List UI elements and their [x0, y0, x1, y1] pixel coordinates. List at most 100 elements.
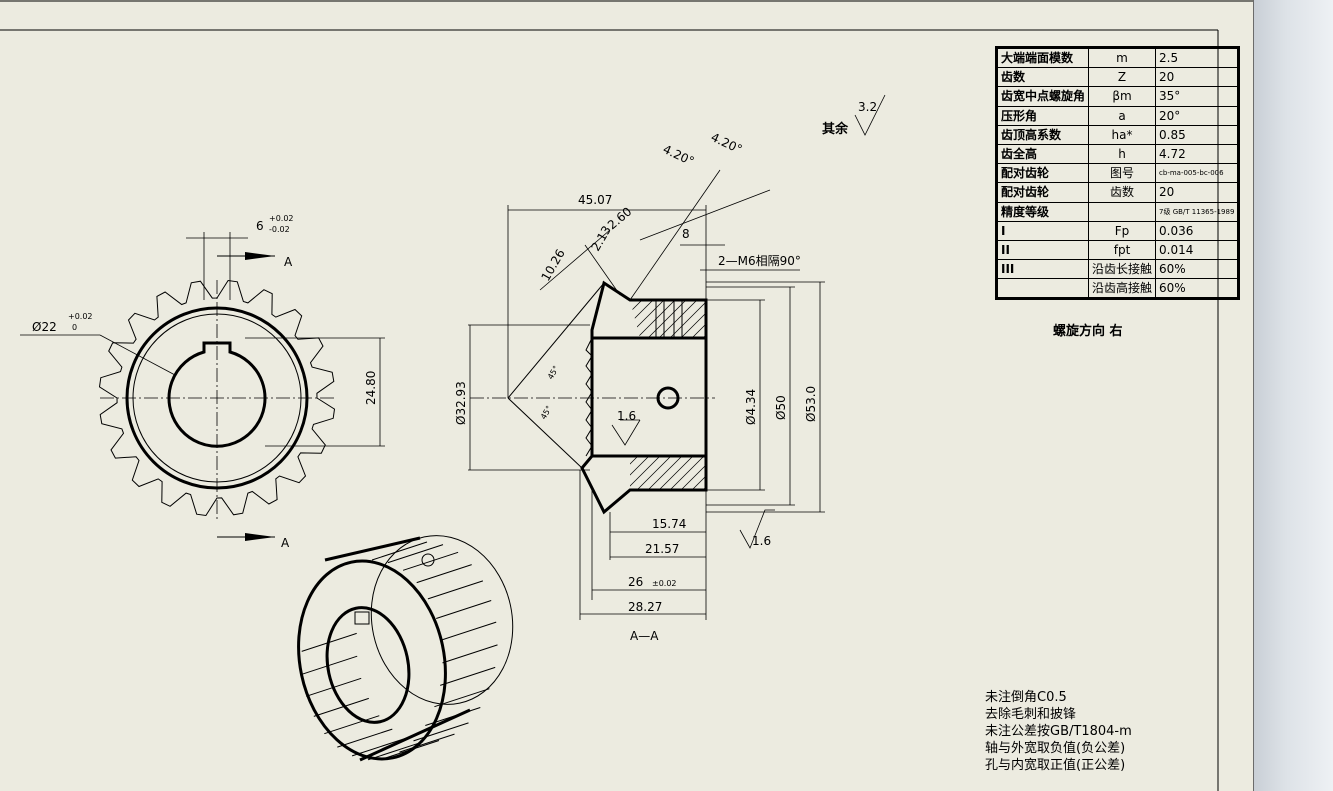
param-name: 齿数	[995, 67, 1090, 88]
param-name: III	[995, 259, 1090, 280]
technical-notes: 未注倒角C0.5 去除毛刺和披锋 未注公差按GB/T1804-m 轴与外宽取负值…	[985, 689, 1132, 774]
param-name: 精度等级	[995, 201, 1090, 222]
param-val: 2.5	[1155, 46, 1240, 69]
svg-text:1.6: 1.6	[752, 534, 771, 548]
param-sym: m	[1088, 46, 1157, 69]
section-title: A—A	[630, 629, 659, 643]
param-sym	[1088, 201, 1157, 222]
param-val: 0.85	[1155, 124, 1240, 145]
param-sym: Fp	[1088, 220, 1157, 241]
svg-text:4.20°: 4.20°	[709, 130, 745, 157]
note-line: 未注公差按GB/T1804-m	[985, 724, 1132, 739]
param-sym: ha*	[1088, 124, 1157, 145]
svg-text:+0.02: +0.02	[269, 214, 294, 223]
param-val: 0.014	[1155, 239, 1240, 261]
isometric-gear-view	[297, 535, 514, 762]
hub-body	[590, 336, 708, 458]
viewport-side-panel	[1254, 0, 1333, 791]
param-val: 60%	[1155, 259, 1240, 280]
param-val: 7级 GB/T 11365-1989	[1155, 201, 1240, 222]
param-name: II	[995, 239, 1090, 261]
param-sym: 沿齿长接触	[1088, 259, 1157, 280]
svg-text:21.57: 21.57	[645, 542, 679, 556]
note-line: 未注倒角C0.5	[985, 690, 1067, 705]
param-sym: h	[1088, 143, 1157, 165]
param-name: 压形角	[995, 105, 1090, 126]
param-sym: 沿齿高接触	[1088, 278, 1157, 300]
roughness-value: 3.2	[858, 100, 877, 114]
param-name: 大端端面模数	[995, 46, 1090, 69]
param-val: 60%	[1155, 278, 1240, 300]
param-name: 配对齿轮	[995, 163, 1090, 184]
svg-text:28.27: 28.27	[628, 600, 662, 614]
svg-text:Ø50: Ø50	[774, 395, 788, 420]
note-line: 孔与内宽取正值(正公差)	[985, 758, 1126, 773]
svg-text:-0.02: -0.02	[269, 225, 290, 234]
thread-note: 2—M6相隔90°	[718, 254, 801, 268]
svg-text:Ø4.34: Ø4.34	[744, 389, 758, 425]
svg-text:±0.02: ±0.02	[652, 579, 677, 588]
bore-keyway	[167, 341, 267, 448]
key-depth-dim: 24.80	[364, 371, 378, 405]
param-sym: fpt	[1088, 239, 1157, 261]
section-label-bottom: A	[281, 536, 290, 550]
param-name: I	[995, 220, 1090, 241]
section-view	[468, 94, 886, 620]
svg-text:Ø53.0: Ø53.0	[804, 386, 818, 422]
param-val: 20	[1155, 182, 1240, 203]
svg-text:4.20°: 4.20°	[661, 142, 697, 169]
svg-text:10.26: 10.26	[538, 247, 567, 284]
drawing-canvas: 6 +0.02 -0.02 A A Ø22 +0.02 0 24.80	[0, 0, 1253, 791]
svg-text:45°: 45°	[546, 364, 561, 381]
param-name: 配对齿轮	[995, 182, 1090, 203]
arrow-head	[245, 252, 275, 260]
section-label-top: A	[284, 255, 293, 269]
svg-text:Ø32.93: Ø32.93	[454, 381, 468, 425]
note-line: 去除毛刺和披锋	[985, 707, 1077, 722]
param-sym: 齿数	[1088, 182, 1157, 203]
param-val: 20°	[1155, 105, 1240, 126]
param-val: 20	[1155, 67, 1240, 88]
front-view	[20, 232, 385, 541]
keyway-width-dim: 6	[256, 219, 264, 233]
param-val: cb-ma-005-bc-006	[1155, 163, 1240, 184]
param-name: 齿顶高系数	[995, 124, 1090, 145]
note-line: 轴与外宽取负值(负公差)	[985, 741, 1126, 756]
param-val: 4.72	[1155, 143, 1240, 165]
spiral-direction-note: 螺旋方向 右	[1053, 324, 1123, 339]
svg-text:8: 8	[682, 227, 690, 241]
svg-text:15.74: 15.74	[652, 517, 686, 531]
param-sym: a	[1088, 105, 1157, 126]
param-sym: 图号	[1088, 163, 1157, 184]
param-sym: Z	[1088, 67, 1157, 88]
param-sym: βm	[1088, 86, 1157, 107]
svg-text:1.6: 1.6	[617, 409, 636, 423]
param-name: 齿全高	[995, 143, 1090, 165]
arrow-head	[245, 533, 275, 541]
param-name	[995, 278, 1090, 300]
roughness-label: 其余	[822, 121, 849, 137]
svg-text:26: 26	[628, 575, 643, 589]
param-val: 0.036	[1155, 220, 1240, 241]
svg-text:0: 0	[72, 323, 77, 332]
dim-45-07: 45.07	[578, 193, 612, 207]
param-name: 齿宽中点螺旋角	[995, 86, 1090, 107]
bore-dia-dim: Ø22	[32, 320, 57, 334]
svg-text:45°: 45°	[539, 404, 554, 421]
param-val: 35°	[1155, 86, 1240, 107]
svg-text:+0.02: +0.02	[68, 312, 93, 321]
param-row: 精度等级 7级 GB/T 11365-1989	[995, 201, 1240, 222]
